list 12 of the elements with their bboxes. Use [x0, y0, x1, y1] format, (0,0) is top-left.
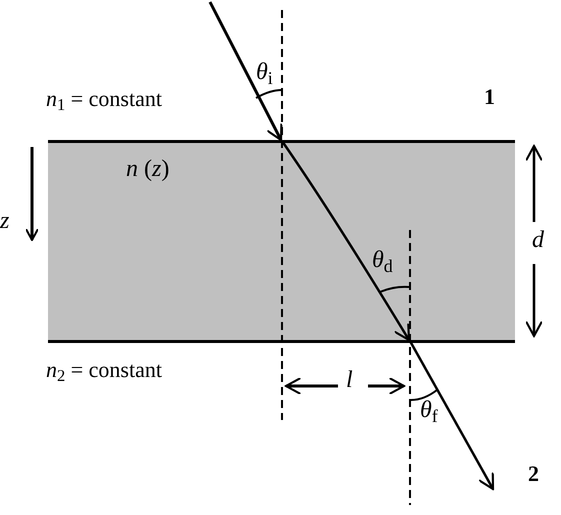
dimension-label: d [532, 228, 544, 252]
angle-label: θ$_{i}$ [256, 60, 273, 84]
axis-label: z [0, 209, 10, 233]
dimension-label: l [346, 368, 353, 392]
graded-index-slab [48, 140, 515, 343]
slab-label: n (z) [126, 157, 170, 181]
angle-label: θ$_{f}$ [420, 398, 438, 422]
region-number: 2 [528, 463, 539, 485]
medium-label: n$_{2}$ = constant [46, 359, 162, 381]
medium-label: n$_{1}$ = constant [46, 88, 162, 110]
angle-label: θ$_{d}$ [372, 248, 393, 272]
region-number: 1 [484, 86, 495, 108]
